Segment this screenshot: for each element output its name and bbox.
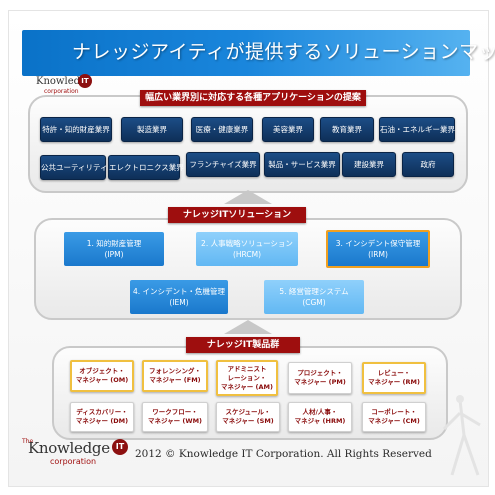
product-am-name: アドミニスト [227, 364, 267, 373]
industry-oil-energy: 石油・エネルギー業界 [379, 117, 455, 142]
product-fm-name: フォレンシング・ [149, 367, 201, 375]
product-hrm: 人材/人事・マネジャ (HRM) [288, 402, 352, 432]
banner-logo-mark: IT [78, 74, 92, 88]
industry-construction: 建設業界 [342, 152, 396, 177]
product-hrm-code: マネジャ (HRM) [294, 417, 346, 425]
product-om: オブジェクト・マネジャー (OM) [70, 360, 134, 392]
industry-public-utility: 公共ユーティリティ [40, 155, 108, 180]
industry-beauty: 美容業界 [262, 117, 314, 142]
product-cm-code: マネジャー (CM) [368, 417, 420, 425]
product-am-code: マネジャー (AM) [221, 382, 273, 391]
solution-ipm: 1. 知的財産管理 (IPM) [64, 232, 164, 266]
product-fm: フォレンシング・マネジャー (FM) [142, 360, 208, 392]
footer-logo-name: Knowledge [28, 439, 110, 457]
solution-iem-name: 4. インシデント・危機管理 [132, 287, 226, 296]
product-pm: プロジェクト・マネジャー (PM) [288, 362, 352, 394]
banner-logo-sub: corporation [44, 88, 79, 95]
products-header: ナレッジIT製品群 [186, 337, 300, 353]
copyright-text: 2012 © Knowledge IT Corporation. All Rig… [135, 448, 432, 460]
product-wm-code: マネジャー (WM) [147, 417, 203, 425]
product-hrm-name: 人材/人事・ [302, 408, 338, 416]
product-om-name: オブジェクト・ [79, 367, 125, 375]
footer-logo-sub: corporation [50, 457, 97, 466]
product-sm-name: スケジュール・ [225, 408, 271, 416]
footer-logo: The Knowledge IT corporation [22, 437, 128, 471]
industry-franchise: フランチャイズ業界 [186, 152, 260, 177]
product-dm: ディスカバリー・マネジャー (DM) [70, 402, 134, 432]
industry-patent: 特許・知的財産業界 [40, 117, 112, 142]
product-wm-name: ワークフロー・ [152, 408, 198, 416]
solution-hrcm-name: 2. 人事戦略ソリューション [201, 239, 293, 248]
banner-logo-name: Knowledge [36, 76, 93, 87]
solutions-header: ナレッジITソリューション [168, 207, 306, 223]
solution-cgm: 5. 経営管理システム (CGM) [264, 280, 364, 314]
solution-iem-code: (IEM) [169, 298, 189, 307]
product-am: アドミニストレーション・マネジャー (AM) [216, 360, 278, 396]
product-rm-name: レビュー・ [377, 369, 411, 377]
solution-hrcm-code: (HRCM) [232, 250, 262, 259]
product-cm: コーポレート・マネジャー (CM) [362, 402, 426, 432]
product-fm-code: マネジャー (FM) [149, 376, 201, 384]
product-rm: レビュー・マネジャー (RM) [362, 362, 426, 394]
product-am-name-cont: レーション・ [227, 373, 267, 382]
product-pm-name: プロジェクト・ [297, 369, 343, 377]
industry-education: 教育業界 [320, 117, 374, 142]
banner-logo: Knowledge corporation IT [30, 70, 92, 100]
title-banner: ナレッジアイティが提供するソリューションマップ [22, 30, 495, 76]
industries-header: 幅広い業界別に対応する各種アプリケーションの提案 [140, 90, 366, 106]
solution-ipm-code: (IPM) [104, 250, 124, 259]
product-rm-code: マネジャー (RM) [368, 378, 420, 386]
product-sm-code: マネジャー (SM) [222, 417, 274, 425]
product-sm: スケジュール・マネジャー (SM) [216, 402, 280, 432]
footer-logo-prefix: The [22, 438, 34, 445]
page-title: ナレッジアイティが提供するソリューションマップ [72, 41, 495, 63]
solution-irm-name: 3. インシデント保守管理 [335, 239, 421, 248]
industry-product-service: 製品・サービス業界 [264, 152, 340, 177]
solution-hrcm: 2. 人事戦略ソリューション (HRCM) [196, 232, 298, 266]
solution-cgm-code: (CGM) [302, 298, 326, 307]
decorative-figure-icon [442, 395, 481, 476]
industry-manufacturing: 製造業界 [121, 117, 183, 142]
industry-medical: 医療・健康業界 [191, 117, 253, 142]
industry-government: 政府 [402, 152, 454, 177]
product-om-code: マネジャー (OM) [75, 376, 129, 384]
product-pm-code: マネジャー (PM) [294, 378, 346, 386]
product-wm: ワークフロー・マネジャー (WM) [142, 402, 208, 432]
solution-ipm-name: 1. 知的財産管理 [86, 239, 142, 248]
industry-electronics: エレクトロニクス業界 [108, 155, 184, 180]
connector-top [224, 190, 272, 204]
footer-logo-mark: IT [112, 439, 128, 455]
solution-irm-code: (IRM) [368, 250, 388, 259]
solution-irm: 3. インシデント保守管理 (IRM) [326, 230, 430, 268]
product-dm-name: ディスカバリー・ [76, 408, 128, 416]
connector-bottom [224, 320, 272, 334]
solution-iem: 4. インシデント・危機管理 (IEM) [130, 280, 228, 314]
product-dm-code: マネジャー (DM) [75, 417, 129, 425]
product-cm-name: コーポレート・ [371, 408, 417, 416]
solution-cgm-name: 5. 経営管理システム [279, 287, 349, 296]
